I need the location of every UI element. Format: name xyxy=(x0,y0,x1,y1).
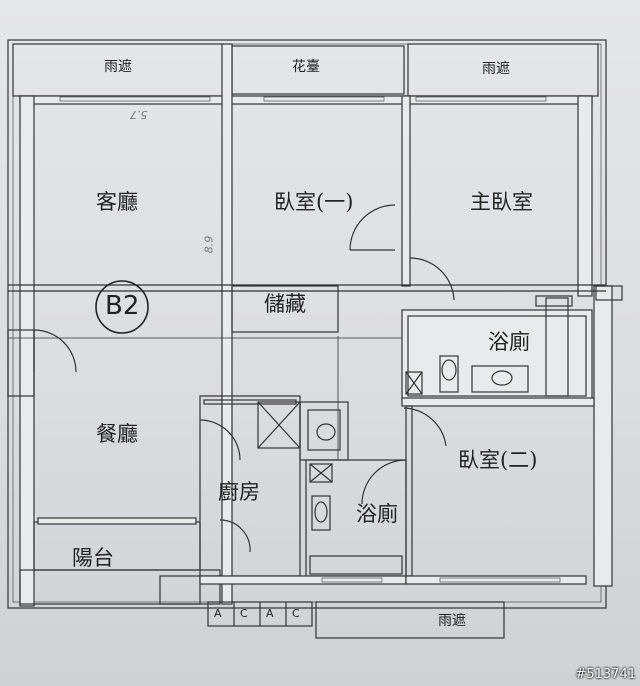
flower-bed-label: 花臺 xyxy=(292,59,320,75)
kitchen-label: 廚房 xyxy=(218,480,260,504)
living-room-label: 客廳 xyxy=(96,190,138,214)
balcony-box xyxy=(33,521,201,571)
storage-label: 儲藏 xyxy=(264,292,306,316)
canopy-bottom-label: 雨遮 xyxy=(438,613,466,629)
canopy-bottom-box xyxy=(315,601,505,639)
pencil-note-top: 5.7 xyxy=(130,108,148,121)
hall-bathroom-label: 浴廁 xyxy=(356,502,398,526)
master-bath-box xyxy=(401,309,593,403)
ac-mark-3: A xyxy=(266,607,274,620)
storage-box xyxy=(231,285,339,333)
ac-mark-2: C xyxy=(240,607,248,620)
master-bathroom-label: 浴廁 xyxy=(488,330,530,354)
pencil-note-side: 8.9 xyxy=(202,235,216,254)
unit-marker-circle xyxy=(95,280,149,334)
unit-marker-label: B2 xyxy=(105,291,140,321)
bedroom-one-label: 臥室(一) xyxy=(274,190,354,214)
canopy-right-label: 雨遮 xyxy=(482,61,510,77)
ac-mark-1: A xyxy=(214,607,222,620)
balcony-label: 陽台 xyxy=(72,546,114,570)
bedroom-two-label: 臥室(二) xyxy=(458,448,538,472)
dining-room-label: 餐廳 xyxy=(96,422,138,446)
master-bedroom-label: 主臥室 xyxy=(470,190,533,214)
canopy-left-label: 雨遮 xyxy=(104,59,132,75)
watermark: #513741 xyxy=(575,667,636,682)
ac-mark-4: C xyxy=(292,607,300,620)
